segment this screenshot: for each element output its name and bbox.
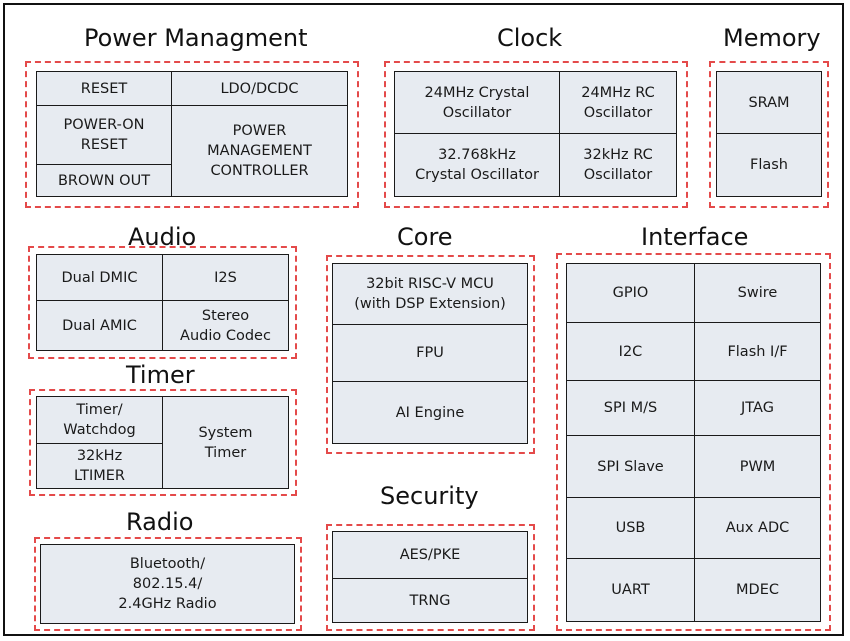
reset-block: RESET <box>36 71 172 106</box>
trng-block: TRNG <box>332 578 528 623</box>
rc-32khz-block: 32kHz RC Oscillator <box>559 133 677 197</box>
power-management-group <box>25 61 359 208</box>
uart-block: UART <box>566 558 695 622</box>
bluetooth-radio-block: Bluetooth/ 802.15.4/ 2.4GHz Radio <box>40 544 295 624</box>
memory-group <box>709 61 829 208</box>
power-management-controller-block: POWER MANAGEMENT CONTROLLER <box>171 105 348 197</box>
i2c-block: I2C <box>566 322 695 381</box>
interface-group <box>556 253 831 631</box>
aux-adc-block: Aux ADC <box>694 497 821 559</box>
sram-block: SRAM <box>716 71 822 134</box>
timer-watchdog-block: Timer/ Watchdog <box>36 396 163 444</box>
memory-title: Memory <box>723 24 821 52</box>
diagram-frame <box>3 3 844 636</box>
risc-v-mcu-block: 32bit RISC-V MCU (with DSP Extension) <box>332 263 528 325</box>
system-timer-block: System Timer <box>162 396 289 489</box>
clock-group <box>384 61 688 208</box>
jtag-block: JTAG <box>694 380 821 436</box>
security-group <box>326 524 535 631</box>
ltimer-32khz-block: 32kHz LTIMER <box>36 443 163 489</box>
core-title: Core <box>397 223 453 251</box>
ai-engine-block: AI Engine <box>332 381 528 444</box>
spi-slave-block: SPI Slave <box>566 435 695 498</box>
security-title: Security <box>380 482 479 510</box>
spi-ms-block: SPI M/S <box>566 380 695 436</box>
mdec-block: MDEC <box>694 558 821 622</box>
aes-pke-block: AES/PKE <box>332 531 528 579</box>
brown-out-block: BROWN OUT <box>36 164 172 197</box>
pwm-block: PWM <box>694 435 821 498</box>
power-management-title: Power Managment <box>84 24 308 52</box>
crystal-24mhz-block: 24MHz Crystal Oscillator <box>394 71 560 134</box>
timer-group <box>29 389 297 496</box>
ldo-dcdc-block: LDO/DCDC <box>171 71 348 106</box>
clock-title: Clock <box>497 24 563 52</box>
core-group <box>326 255 535 454</box>
radio-group <box>34 537 302 631</box>
i2s-block: I2S <box>162 254 289 301</box>
crystal-32khz-block: 32.768kHz Crystal Oscillator <box>394 133 560 197</box>
timer-title: Timer <box>126 361 195 389</box>
flash-block: Flash <box>716 133 822 197</box>
audio-group <box>28 246 297 359</box>
dual-amic-block: Dual AMIC <box>36 300 163 351</box>
power-on-reset-block: POWER-ON RESET <box>36 105 172 165</box>
dual-dmic-block: Dual DMIC <box>36 254 163 301</box>
swire-block: Swire <box>694 263 821 323</box>
interface-title: Interface <box>641 223 749 251</box>
flash-if-block: Flash I/F <box>694 322 821 381</box>
fpu-block: FPU <box>332 324 528 382</box>
gpio-block: GPIO <box>566 263 695 323</box>
radio-title: Radio <box>126 508 194 536</box>
rc-24mhz-block: 24MHz RC Oscillator <box>559 71 677 134</box>
usb-block: USB <box>566 497 695 559</box>
stereo-audio-codec-block: Stereo Audio Codec <box>162 300 289 351</box>
